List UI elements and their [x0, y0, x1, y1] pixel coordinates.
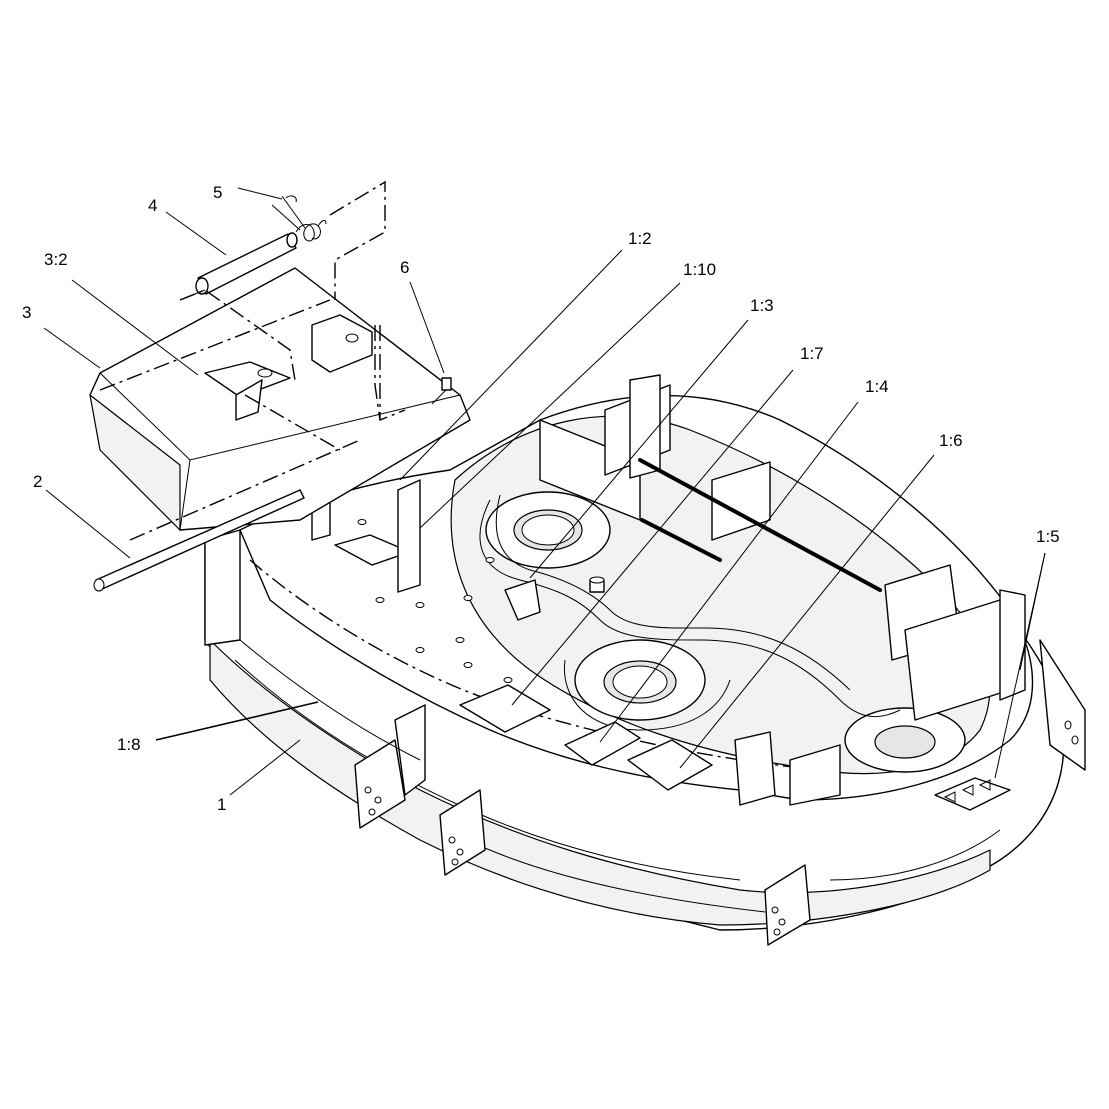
callout-5: 5	[213, 183, 222, 202]
roller-tube	[195, 232, 298, 295]
decal-1-3	[459, 684, 551, 733]
callout-4: 4	[148, 196, 157, 215]
leader-lines	[43, 187, 1046, 796]
callout-1-5: 1:5	[1036, 527, 1060, 546]
callout-2: 2	[33, 472, 42, 491]
callout-1: 1	[217, 795, 226, 814]
pivot-bracket	[311, 314, 373, 373]
spring-bracket	[204, 361, 291, 421]
callout-3-2: 3:2	[44, 250, 68, 269]
callout-1-8: 1:8	[117, 735, 141, 754]
callout-1-2: 1:2	[628, 229, 652, 248]
assembly-lines	[129, 180, 406, 541]
pivot-shaft	[93, 489, 305, 592]
decal-1-4	[564, 721, 641, 766]
callout-1-4: 1:4	[865, 377, 889, 396]
callout-1-10: 1:10	[683, 260, 716, 279]
bolt	[431, 377, 452, 405]
callout-3: 3	[22, 303, 31, 322]
callout-1-7: 1:7	[800, 344, 824, 363]
decal-1-7	[504, 579, 541, 621]
callout-1-6: 1:6	[939, 431, 963, 450]
callout-1-3: 1:3	[750, 296, 774, 315]
torsion-spring	[271, 195, 327, 242]
callout-labels: 5 4 3:2 3 6 2 1:2 1:10 1:3 1:7 1:4 1:6 1…	[22, 183, 1060, 814]
decal-1-6	[627, 739, 713, 791]
callout-6: 6	[400, 258, 409, 277]
